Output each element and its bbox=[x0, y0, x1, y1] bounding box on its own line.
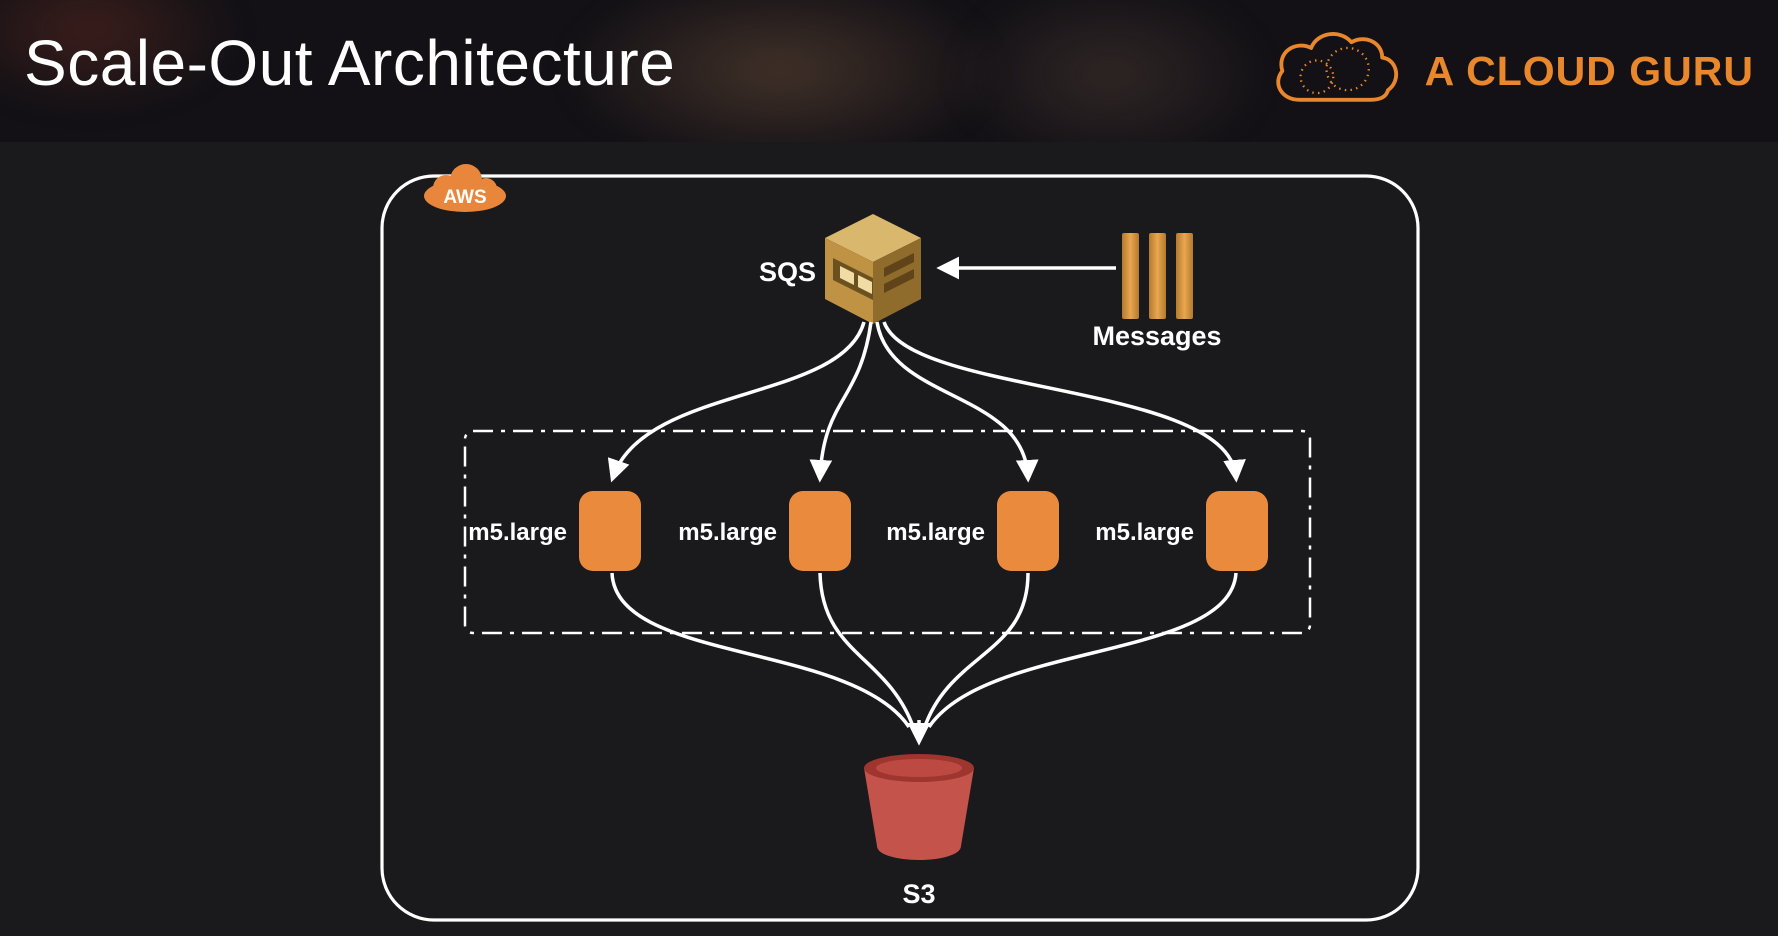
sqs-label: SQS bbox=[759, 257, 816, 287]
instance-label: m5.large bbox=[678, 519, 777, 546]
ec2-instances: m5.large m5.large m5.large m5.large bbox=[468, 491, 1268, 571]
instance-label: m5.large bbox=[1095, 519, 1194, 546]
instance-label: m5.large bbox=[886, 519, 985, 546]
page-title: Scale-Out Architecture bbox=[24, 27, 676, 99]
aws-badge: AWS bbox=[424, 164, 506, 212]
sqs-icon bbox=[825, 214, 921, 324]
messages-icon bbox=[1122, 233, 1193, 319]
ec2-instance-icon bbox=[579, 491, 641, 571]
ec2-instance-icon bbox=[997, 491, 1059, 571]
s3-label: S3 bbox=[902, 879, 935, 909]
video-blur-blob bbox=[560, 0, 1000, 142]
header-bar: Scale-Out Architecture A CLOUD GURU bbox=[0, 0, 1778, 142]
ec2-instance-icon bbox=[1206, 491, 1268, 571]
cloud-logo-icon bbox=[1276, 32, 1398, 102]
messages-label: Messages bbox=[1092, 321, 1221, 351]
scaling-group-box bbox=[463, 429, 1312, 635]
instances-to-s3-arrows bbox=[610, 572, 1238, 746]
brand-name: A CLOUD GURU bbox=[1424, 47, 1754, 94]
ec2-instance-icon bbox=[789, 491, 851, 571]
aws-badge-label: AWS bbox=[443, 187, 486, 208]
aws-boundary-box bbox=[380, 174, 1420, 922]
video-blur-blob bbox=[950, 0, 1270, 142]
s3-bucket-icon bbox=[864, 754, 974, 860]
instance-label: m5.large bbox=[468, 519, 567, 546]
sqs-to-instances-arrows bbox=[607, 321, 1246, 483]
aws-cloud-icon bbox=[424, 164, 506, 212]
brand-logo: A CLOUD GURU bbox=[1267, 8, 1754, 134]
